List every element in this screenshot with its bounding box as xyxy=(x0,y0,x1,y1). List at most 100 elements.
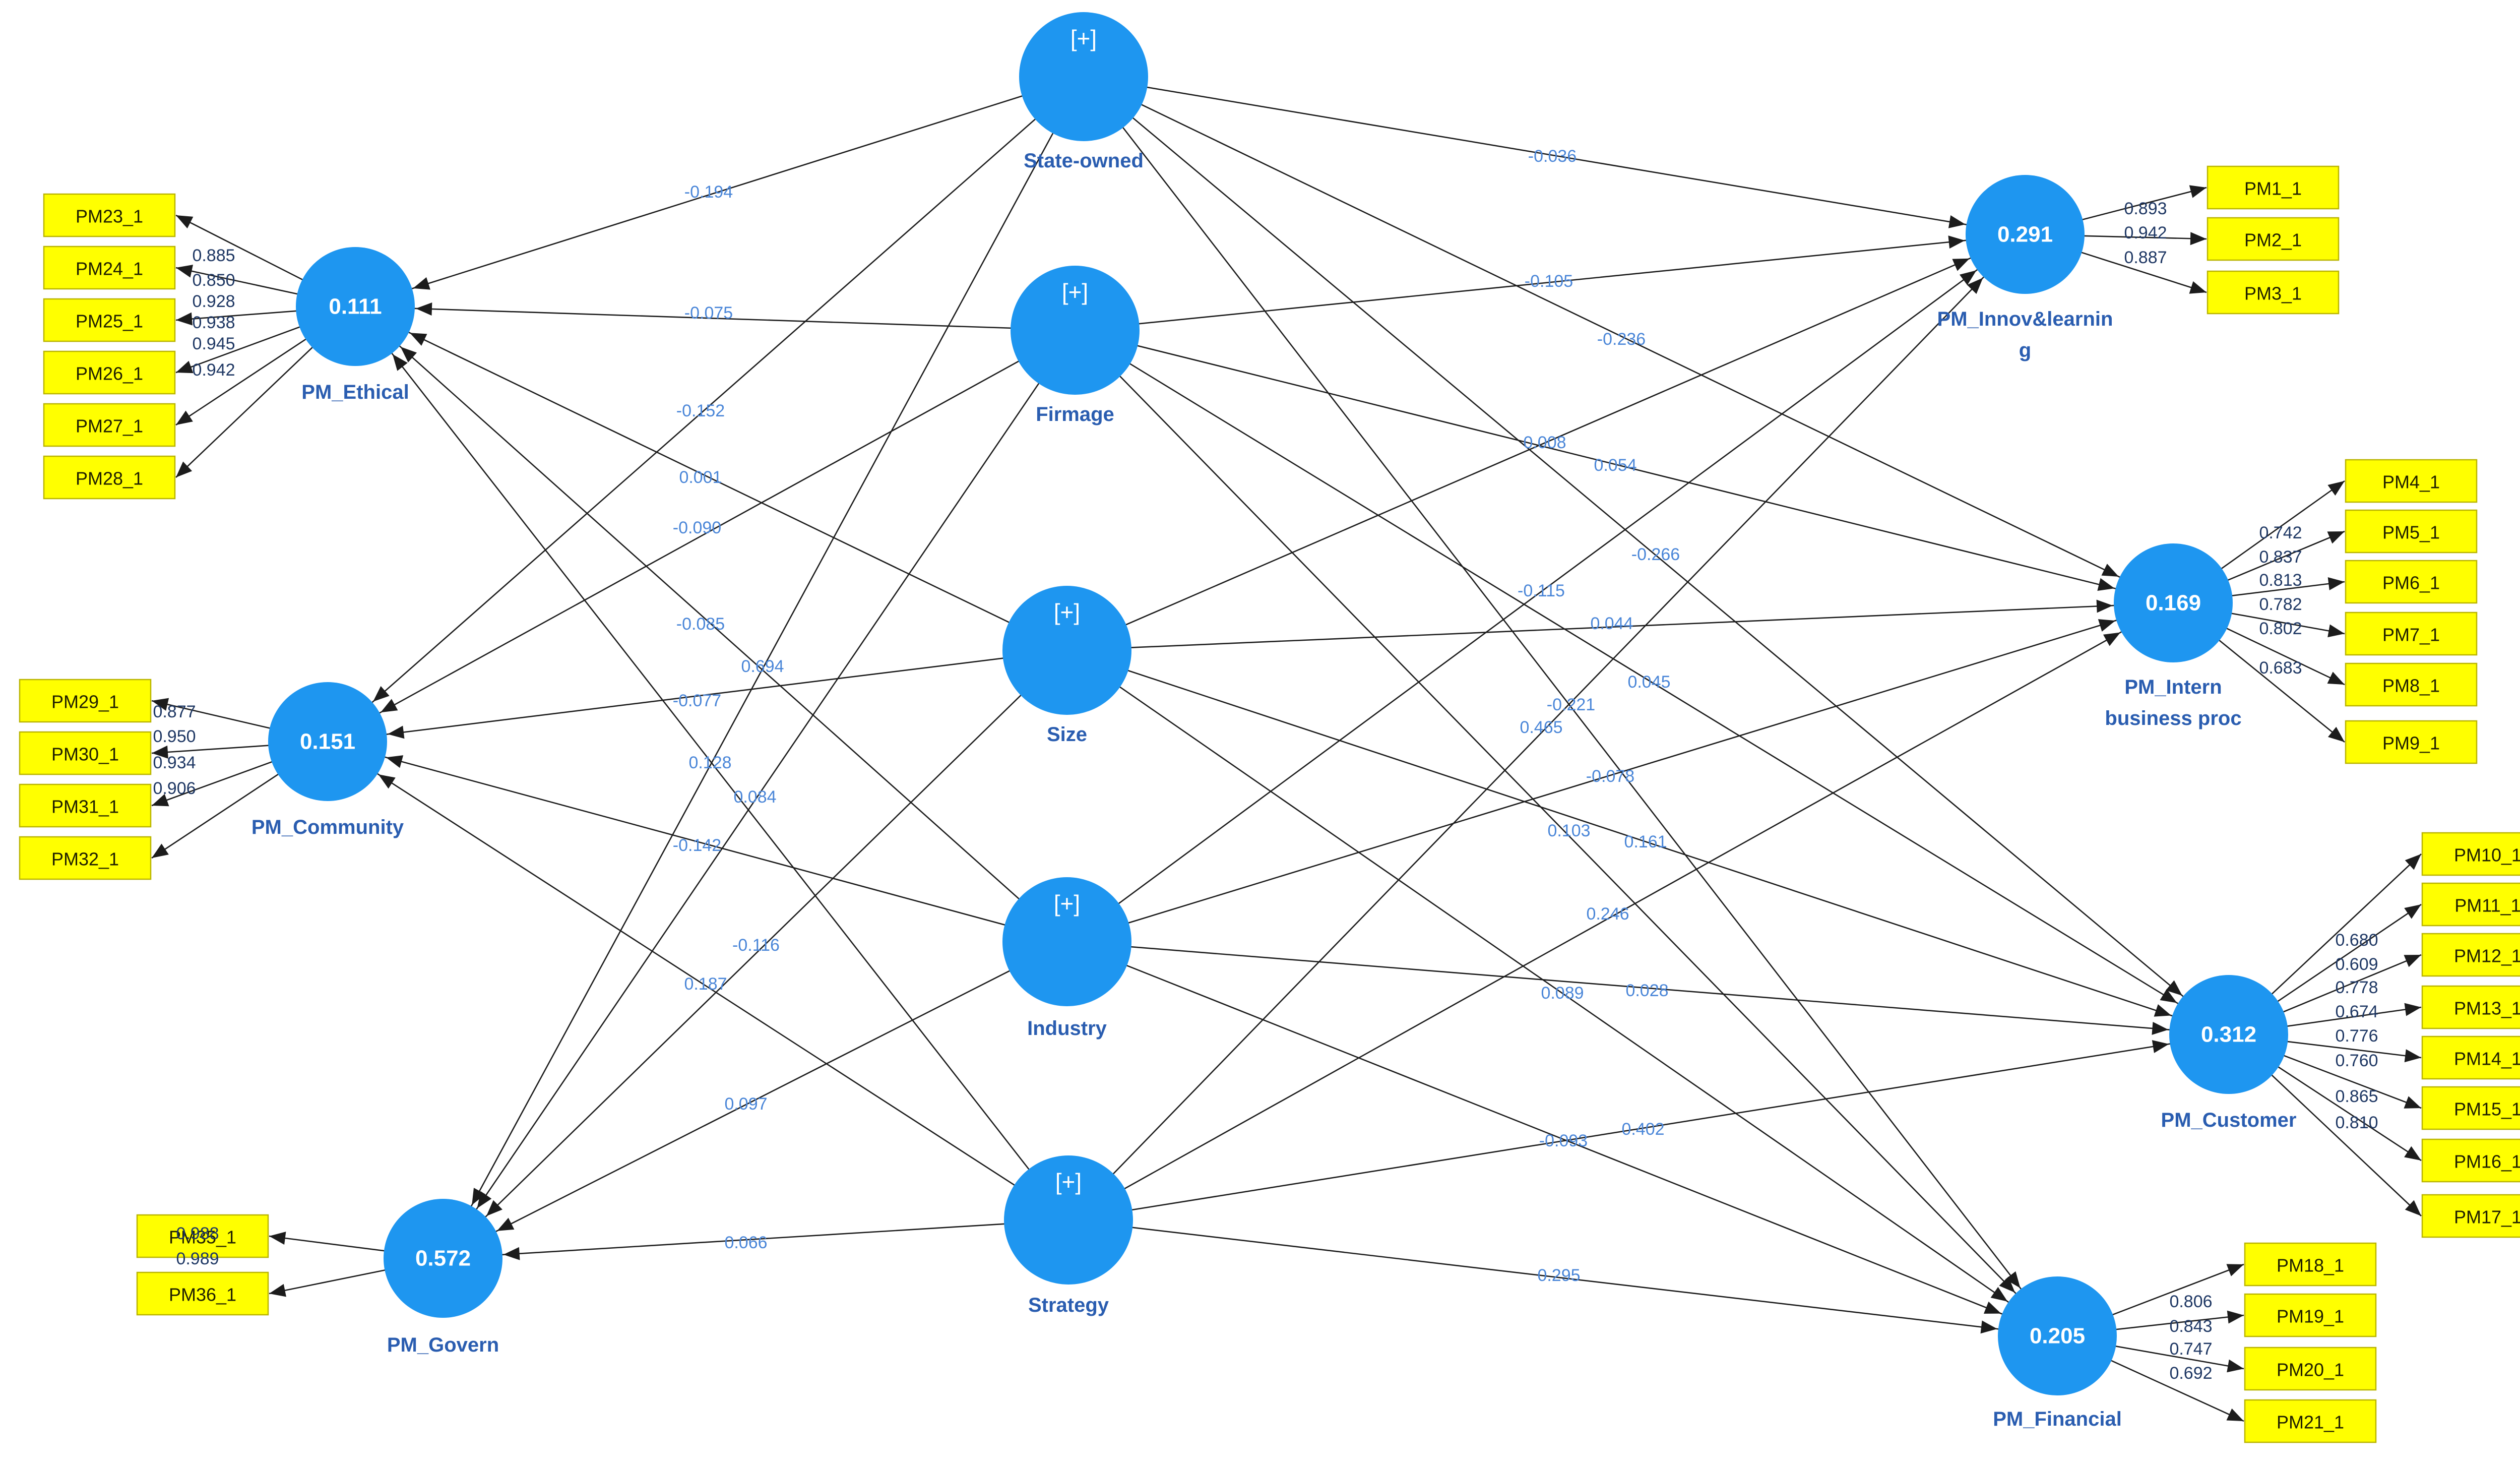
indicator-box-PM16_1[interactable] xyxy=(2421,1138,2520,1183)
indicator-loading-PM3_1: 0.887 xyxy=(2124,248,2167,267)
arrowhead-industry-pm_financial xyxy=(1983,1301,2001,1314)
latent-node-state_owned[interactable] xyxy=(1019,12,1148,141)
indicator-box-PM14_1[interactable] xyxy=(2421,1035,2520,1080)
indicator-box-PM36_1[interactable] xyxy=(136,1271,269,1316)
indicator-box-PM19_1[interactable] xyxy=(2244,1293,2377,1337)
indicator-box-PM9_1[interactable] xyxy=(2345,720,2478,764)
indicator-box-PM26_1[interactable] xyxy=(43,350,176,395)
indicator-box-PM7_1[interactable] xyxy=(2345,612,2478,656)
arrowhead-firmage-pm_community xyxy=(381,699,398,713)
path-coefficient-firmage-pm_customer: 0.045 xyxy=(1627,673,1670,692)
indicator-box-PM10_1[interactable] xyxy=(2421,832,2520,876)
indicator-box-PM28_1[interactable] xyxy=(43,455,176,500)
indicator-box-PM5_1[interactable] xyxy=(2345,509,2478,554)
arrowhead-firmage-pm_customer xyxy=(2160,989,2177,1003)
indicator-box-PM6_1[interactable] xyxy=(2345,560,2478,604)
indicator-box-PM29_1[interactable] xyxy=(19,679,152,723)
indicator-box-PM2_1[interactable] xyxy=(2207,217,2340,261)
arrowhead-size-pm_financial xyxy=(1990,1287,2008,1302)
arrowhead-indicator-PM29_1 xyxy=(152,698,169,711)
indicator-box-label-PM18_1: PM18_1 xyxy=(2277,1255,2344,1276)
arrowhead-state_owned-pm_community xyxy=(373,686,390,702)
latent-node-pm_intern[interactable] xyxy=(2114,543,2233,662)
indicator-box-PM32_1[interactable] xyxy=(19,836,152,880)
indicator-box-PM1_1[interactable] xyxy=(2207,165,2340,210)
construct-label-state_owned: State-owned xyxy=(1024,150,1144,172)
indicator-box-PM21_1[interactable] xyxy=(2244,1399,2377,1443)
expand-badge-size[interactable]: [+] xyxy=(1054,599,1080,625)
r2-value-pm_ethical: 0.111 xyxy=(329,294,382,319)
indicator-loading-PM13_1: 0.674 xyxy=(2335,1002,2378,1021)
expand-badge-state_owned[interactable]: [+] xyxy=(1070,25,1097,51)
indicator-box-label-PM28_1: PM28_1 xyxy=(76,468,143,489)
path-coefficient-size-pm_financial: 0.028 xyxy=(1625,981,1668,1000)
arrowhead-size-pm_innov xyxy=(1952,258,1970,271)
latent-node-pm_innov[interactable] xyxy=(1966,175,2085,294)
indicator-box-PM24_1[interactable] xyxy=(43,246,176,290)
construct-label-size: Size xyxy=(1047,723,1087,746)
arrowhead-strategy-pm_financial xyxy=(1980,1320,1997,1334)
arrowhead-industry-pm_govern xyxy=(497,1217,515,1231)
latent-node-size[interactable] xyxy=(1002,586,1131,715)
indicator-box-PM23_1[interactable] xyxy=(43,193,176,237)
arrowhead-indicator-PM25_1 xyxy=(176,312,193,326)
indicator-box-PM3_1[interactable] xyxy=(2207,270,2340,315)
indicator-box-PM4_1[interactable] xyxy=(2345,459,2478,503)
indicator-box-PM18_1[interactable] xyxy=(2244,1242,2377,1287)
latent-node-strategy[interactable] xyxy=(1004,1155,1133,1285)
path-coefficient-firmage-pm_community: -0.090 xyxy=(673,518,721,537)
indicator-box-label-PM27_1: PM27_1 xyxy=(76,416,143,437)
indicator-box-PM31_1[interactable] xyxy=(19,783,152,828)
arrowhead-firmage-pm_ethical xyxy=(415,302,432,316)
arrowhead-indicator-PM20_1 xyxy=(2227,1359,2244,1373)
latent-node-pm_financial[interactable] xyxy=(1998,1276,2117,1395)
path-coefficient-firmage-pm_intern: 0.054 xyxy=(1594,456,1636,475)
path-line-industry-pm_innov xyxy=(1066,233,2026,943)
latent-node-firmage[interactable] xyxy=(1011,266,1140,395)
arrowhead-firmage-pm_financial xyxy=(1999,1276,2015,1293)
path-line-strategy-pm_ethical xyxy=(354,306,1069,1220)
indicator-box-PM27_1[interactable] xyxy=(43,403,176,447)
expand-badge-strategy[interactable]: [+] xyxy=(1055,1169,1082,1195)
latent-node-pm_community[interactable] xyxy=(268,682,387,801)
latent-node-industry[interactable] xyxy=(1002,877,1131,1006)
expand-badge-industry[interactable]: [+] xyxy=(1054,890,1080,917)
indicator-box-label-PM8_1: PM8_1 xyxy=(2382,676,2440,696)
indicator-box-PM12_1[interactable] xyxy=(2421,933,2520,977)
path-line-size-pm_govern xyxy=(443,650,1067,1259)
indicator-box-PM11_1[interactable] xyxy=(2421,882,2520,927)
path-line-firmage-pm_customer xyxy=(1075,329,2229,1035)
arrowhead-size-pm_govern xyxy=(486,1200,502,1216)
path-coefficient-state_owned-pm_intern: -0.236 xyxy=(1597,330,1646,349)
indicator-box-label-PM7_1: PM7_1 xyxy=(2382,625,2440,645)
path-line-strategy-pm_community xyxy=(327,741,1069,1221)
expand-badge-firmage[interactable]: [+] xyxy=(1062,279,1088,305)
construct-label-industry: Industry xyxy=(1027,1017,1107,1040)
indicator-box-label-PM26_1: PM26_1 xyxy=(76,363,143,384)
indicator-box-PM13_1[interactable] xyxy=(2421,985,2520,1029)
construct-label-pm_ethical-line0: PM_Ethical xyxy=(301,381,409,403)
latent-node-pm_customer[interactable] xyxy=(2169,975,2288,1094)
arrowhead-industry-pm_customer xyxy=(2152,1021,2169,1035)
latent-node-pm_ethical[interactable] xyxy=(296,247,415,366)
path-line-state_owned-pm_govern xyxy=(442,76,1085,1259)
indicator-loading-PM1_1: 0.893 xyxy=(2124,199,2167,218)
path-coefficient-firmage-pm_ethical: -0.075 xyxy=(684,303,733,323)
indicator-box-PM8_1[interactable] xyxy=(2345,662,2478,707)
indicator-box-PM25_1[interactable] xyxy=(43,298,176,342)
path-line-industry-pm_customer xyxy=(1066,941,2229,1035)
indicator-box-PM15_1[interactable] xyxy=(2421,1086,2520,1130)
indicator-box-label-PM16_1: PM16_1 xyxy=(2454,1151,2520,1172)
path-coefficient-state_owned-pm_ethical: -0.194 xyxy=(684,182,733,202)
indicator-box-PM20_1[interactable] xyxy=(2244,1347,2377,1391)
construct-label-pm_financial-line0: PM_Financial xyxy=(1993,1408,2122,1430)
indicator-box-PM35_1[interactable] xyxy=(136,1214,269,1258)
latent-node-pm_govern[interactable] xyxy=(384,1199,502,1318)
indicator-box-label-PM6_1: PM6_1 xyxy=(2382,573,2440,593)
indicator-box-PM17_1[interactable] xyxy=(2421,1194,2520,1238)
path-line-industry-pm_ethical xyxy=(355,306,1067,942)
path-coefficient-industry-pm_ethical: -0.085 xyxy=(676,615,725,634)
indicator-box-PM30_1[interactable] xyxy=(19,731,152,775)
